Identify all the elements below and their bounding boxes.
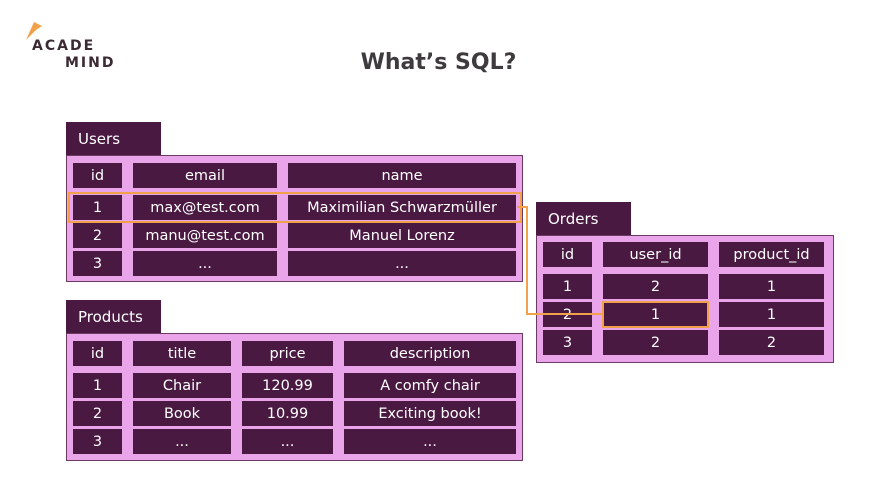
orders-cell: 2 xyxy=(543,302,592,327)
users-table-label: Users xyxy=(66,122,161,155)
users-header-name: name xyxy=(288,163,516,188)
products-header-id: id xyxy=(73,341,122,366)
logo-text-line2: MIND xyxy=(65,55,116,71)
orders-cell: 1 xyxy=(719,302,824,327)
products-cell: 10.99 xyxy=(242,401,333,426)
logo-text-line1: ACADE xyxy=(32,38,96,54)
products-cell: Exciting book! xyxy=(344,401,516,426)
orders-cell: 2 xyxy=(719,330,824,355)
products-cell: ... xyxy=(344,429,516,454)
orders-header-id: id xyxy=(543,242,592,267)
orders-header-product-id: product_id xyxy=(719,242,824,267)
products-header-description: description xyxy=(344,341,516,366)
orders-cell: 1 xyxy=(719,274,824,299)
products-table-label: Products xyxy=(66,300,161,333)
orders-cell: 2 xyxy=(603,274,708,299)
slide-title: What’s SQL? xyxy=(360,50,517,75)
users-header-id: id xyxy=(73,163,122,188)
users-cell: ... xyxy=(133,251,277,276)
products-header-price: price xyxy=(242,341,333,366)
orders-cell: 2 xyxy=(603,330,708,355)
products-cell: Book xyxy=(133,401,231,426)
products-cell: A comfy chair xyxy=(344,373,516,398)
users-header-email: email xyxy=(133,163,277,188)
orders-cell: 3 xyxy=(543,330,592,355)
products-cell: 3 xyxy=(73,429,122,454)
orders-cell: 1 xyxy=(543,274,592,299)
orders-header-user-id: user_id xyxy=(603,242,708,267)
users-cell: Maximilian Schwarzmüller xyxy=(288,195,516,220)
users-cell: max@test.com xyxy=(133,195,277,220)
orders-cell: 1 xyxy=(603,302,708,327)
products-cell: 1 xyxy=(73,373,122,398)
users-cell: ... xyxy=(288,251,516,276)
products-cell: ... xyxy=(242,429,333,454)
users-cell: 3 xyxy=(73,251,122,276)
products-cell: Chair xyxy=(133,373,231,398)
users-cell: manu@test.com xyxy=(133,223,277,248)
orders-table-label: Orders xyxy=(536,202,631,235)
users-cell: 2 xyxy=(73,223,122,248)
users-cell: 1 xyxy=(73,195,122,220)
logo-mark-icon xyxy=(26,22,42,40)
products-cell: 120.99 xyxy=(242,373,333,398)
products-cell: 2 xyxy=(73,401,122,426)
products-header-title: title xyxy=(133,341,231,366)
academind-logo: ACADE MIND xyxy=(24,20,124,74)
products-cell: ... xyxy=(133,429,231,454)
users-cell: Manuel Lorenz xyxy=(288,223,516,248)
